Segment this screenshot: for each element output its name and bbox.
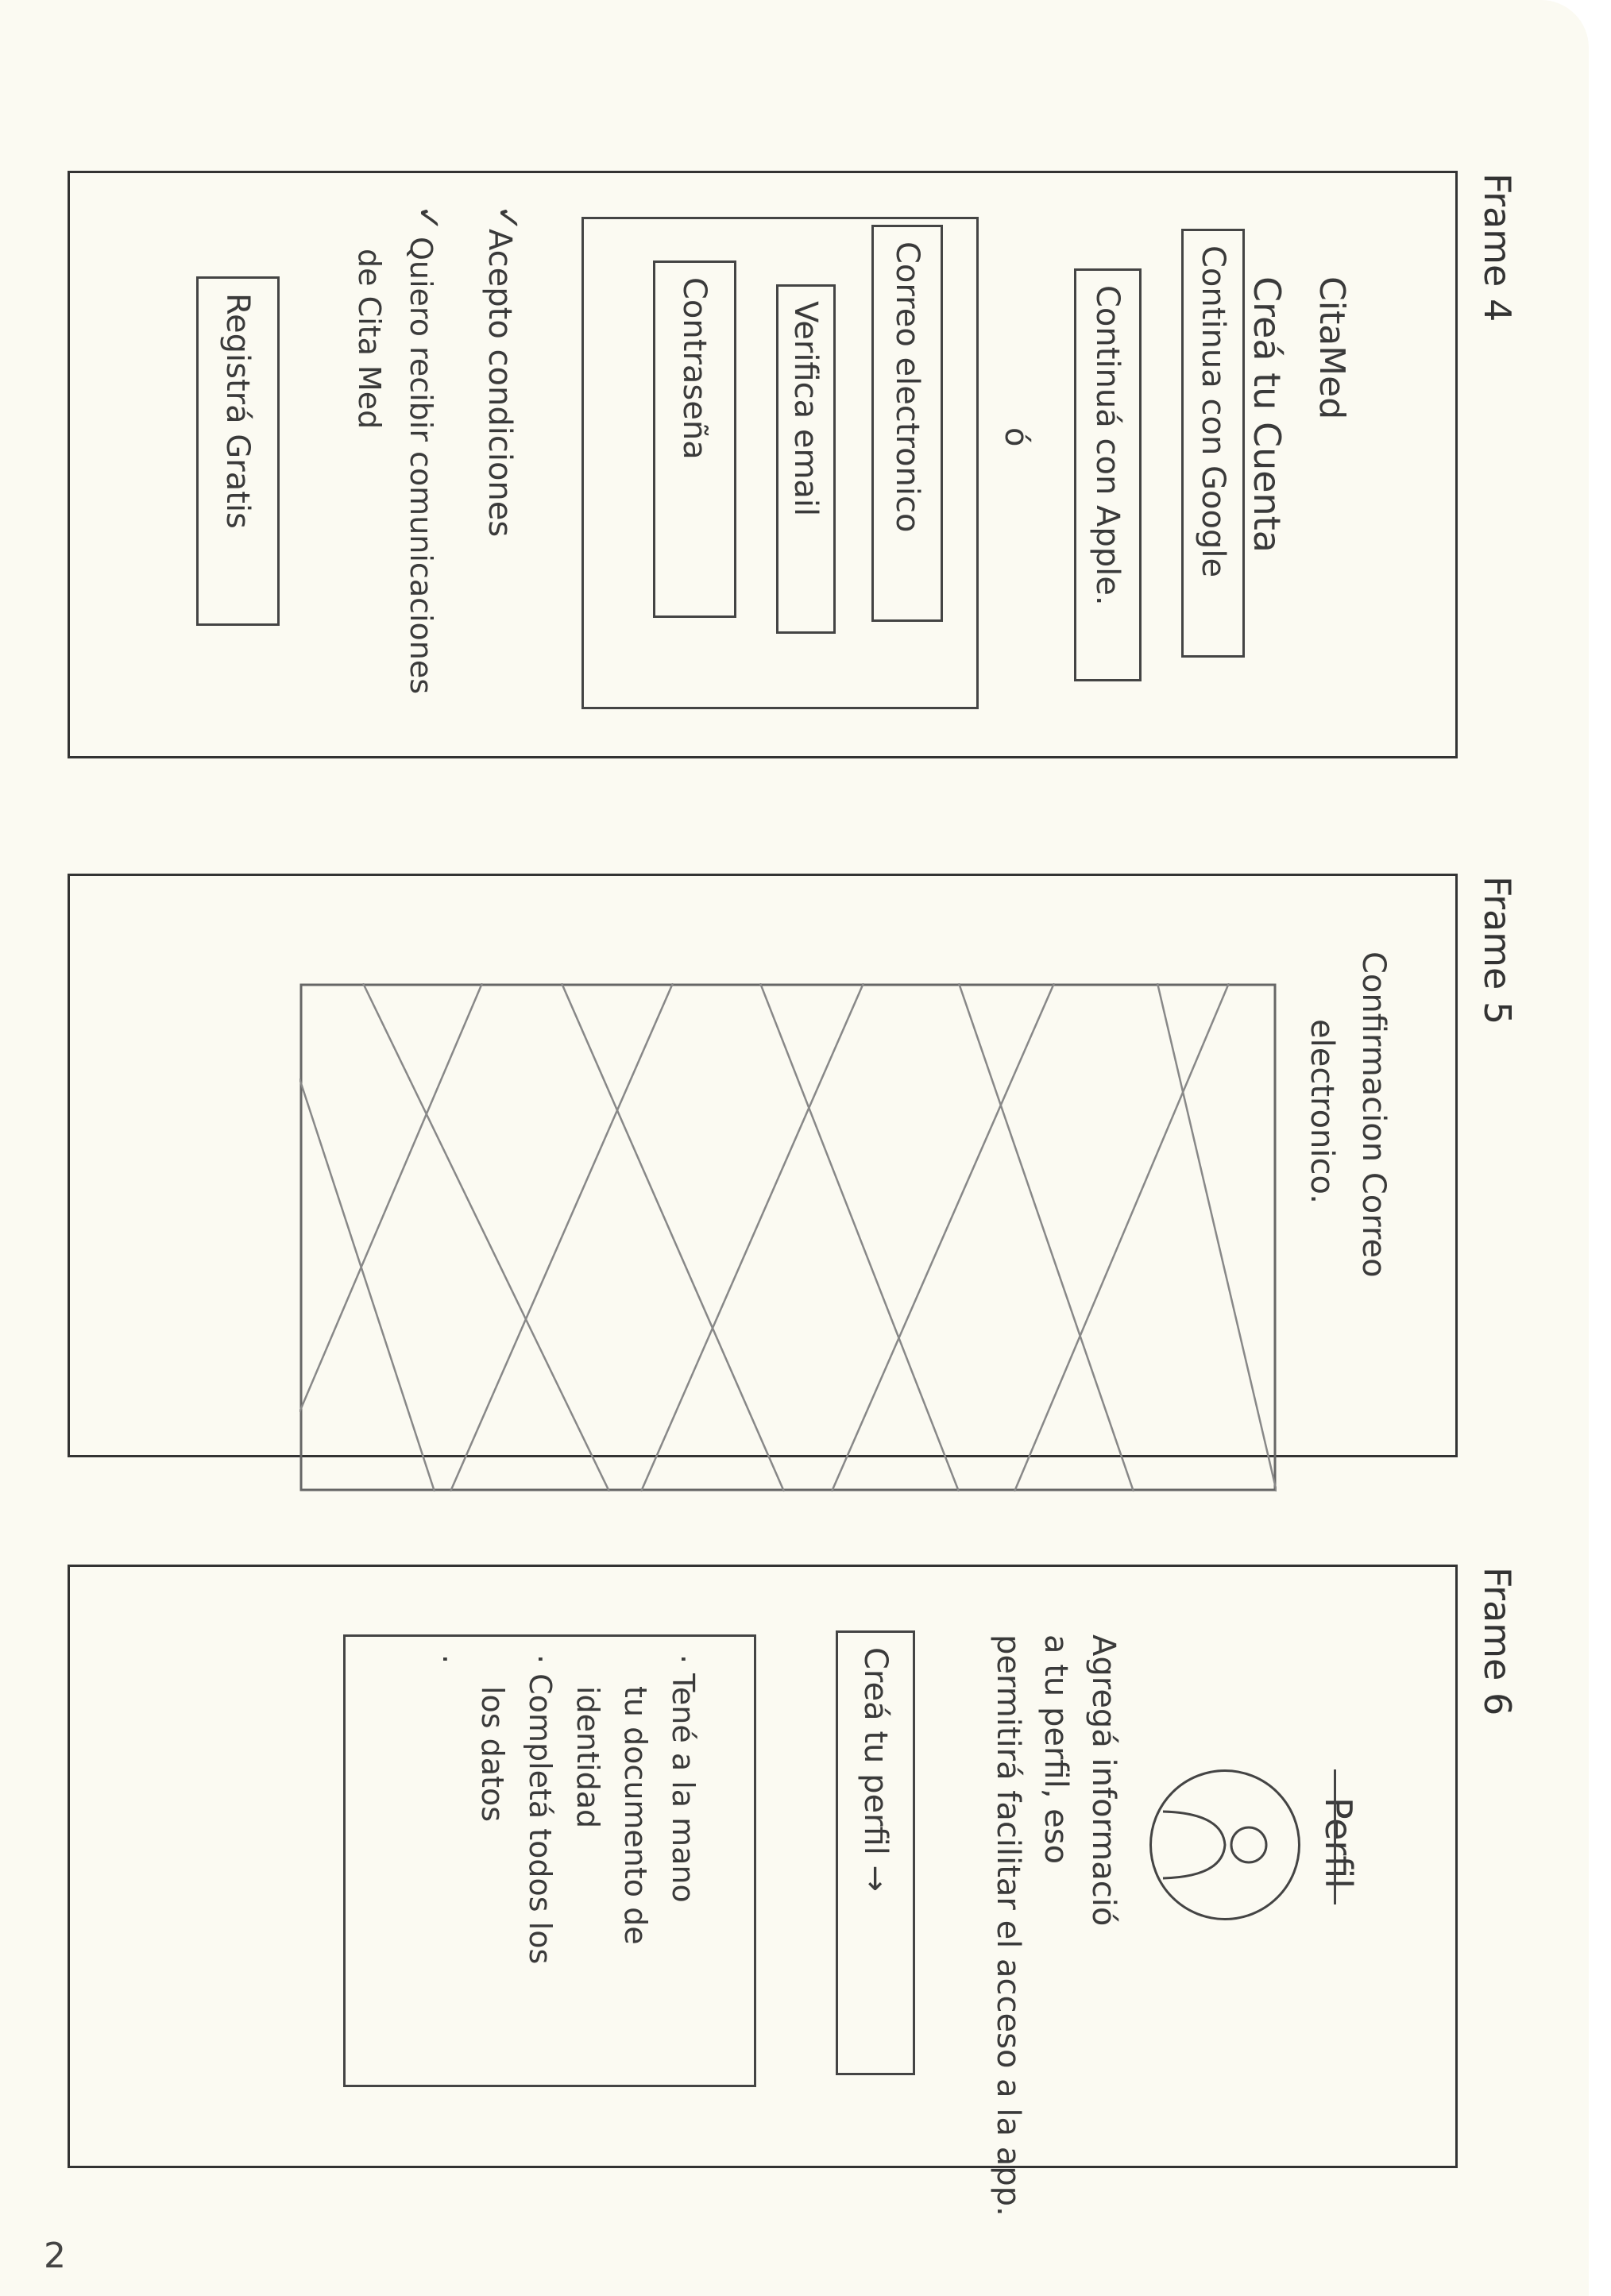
image-placeholder xyxy=(299,983,1277,1491)
or-separator: ó xyxy=(998,427,1034,447)
app-title: CitaMed xyxy=(1312,276,1352,420)
continue-with-apple-button[interactable]: Continuá con Apple. xyxy=(1074,268,1142,681)
tip-item: · xyxy=(427,1654,462,1665)
continue-with-google-button[interactable]: Continua con Google xyxy=(1181,229,1245,658)
avatar-icon xyxy=(1149,1769,1300,1920)
frame-4-create-account: Frame 4 CitaMed Creá tu Cuenta Continua … xyxy=(68,171,1519,758)
comms-checkbox[interactable]: ✓ xyxy=(410,205,446,232)
register-button[interactable]: Registrá Gratis xyxy=(196,276,280,626)
profile-title: Perfil xyxy=(1317,1797,1360,1889)
confirmation-caption: Confirmacion Correo xyxy=(1355,951,1392,1278)
frame-label: Frame 5 xyxy=(1476,876,1519,1025)
page-title: Creá tu Cuenta xyxy=(1246,276,1288,553)
confirmation-caption-line2: electronico. xyxy=(1304,1019,1340,1204)
password-field[interactable]: Contraseña xyxy=(653,260,736,618)
email-field[interactable]: Correo electronico xyxy=(871,225,943,622)
verify-email-field[interactable]: Verifica email xyxy=(776,284,836,634)
frame-5-email-confirmation: Frame 5 Confirmacion Correo electronico. xyxy=(68,874,1519,1491)
tip-item-line2: tu documento de xyxy=(618,1686,653,1945)
profile-description-line3: permitirá facilitar el acceso a la app. xyxy=(990,1634,1026,2217)
tip-item-line3: identidad xyxy=(570,1686,605,1829)
create-profile-button[interactable]: Creá tu perfil → xyxy=(836,1630,915,2075)
terms-checkbox[interactable]: ✓ xyxy=(489,205,526,232)
title-underline xyxy=(1334,1769,1336,1904)
terms-checkbox-label: Acepto condiciones xyxy=(481,229,518,538)
profile-description-line2: a tu perfil, eso xyxy=(1037,1634,1074,1865)
comms-checkbox-label-line2: de Cita Med xyxy=(352,249,387,430)
tip-item: · Completá todos los xyxy=(523,1654,558,1965)
tip-item-line2: los datos xyxy=(475,1686,510,1823)
tip-item: · Tené a la mano xyxy=(666,1654,701,1903)
profile-description: Agregá informació xyxy=(1085,1634,1122,1927)
frame-label: Frame 6 xyxy=(1476,1567,1519,1716)
frame-6-profile: Frame 6 Perfil Agregá informació a tu pe… xyxy=(68,1565,1519,2217)
page-number: 2 xyxy=(44,2236,66,2276)
frame-label: Frame 4 xyxy=(1476,173,1519,322)
comms-checkbox-label: Quiero recibir comunicaciones xyxy=(404,237,438,695)
